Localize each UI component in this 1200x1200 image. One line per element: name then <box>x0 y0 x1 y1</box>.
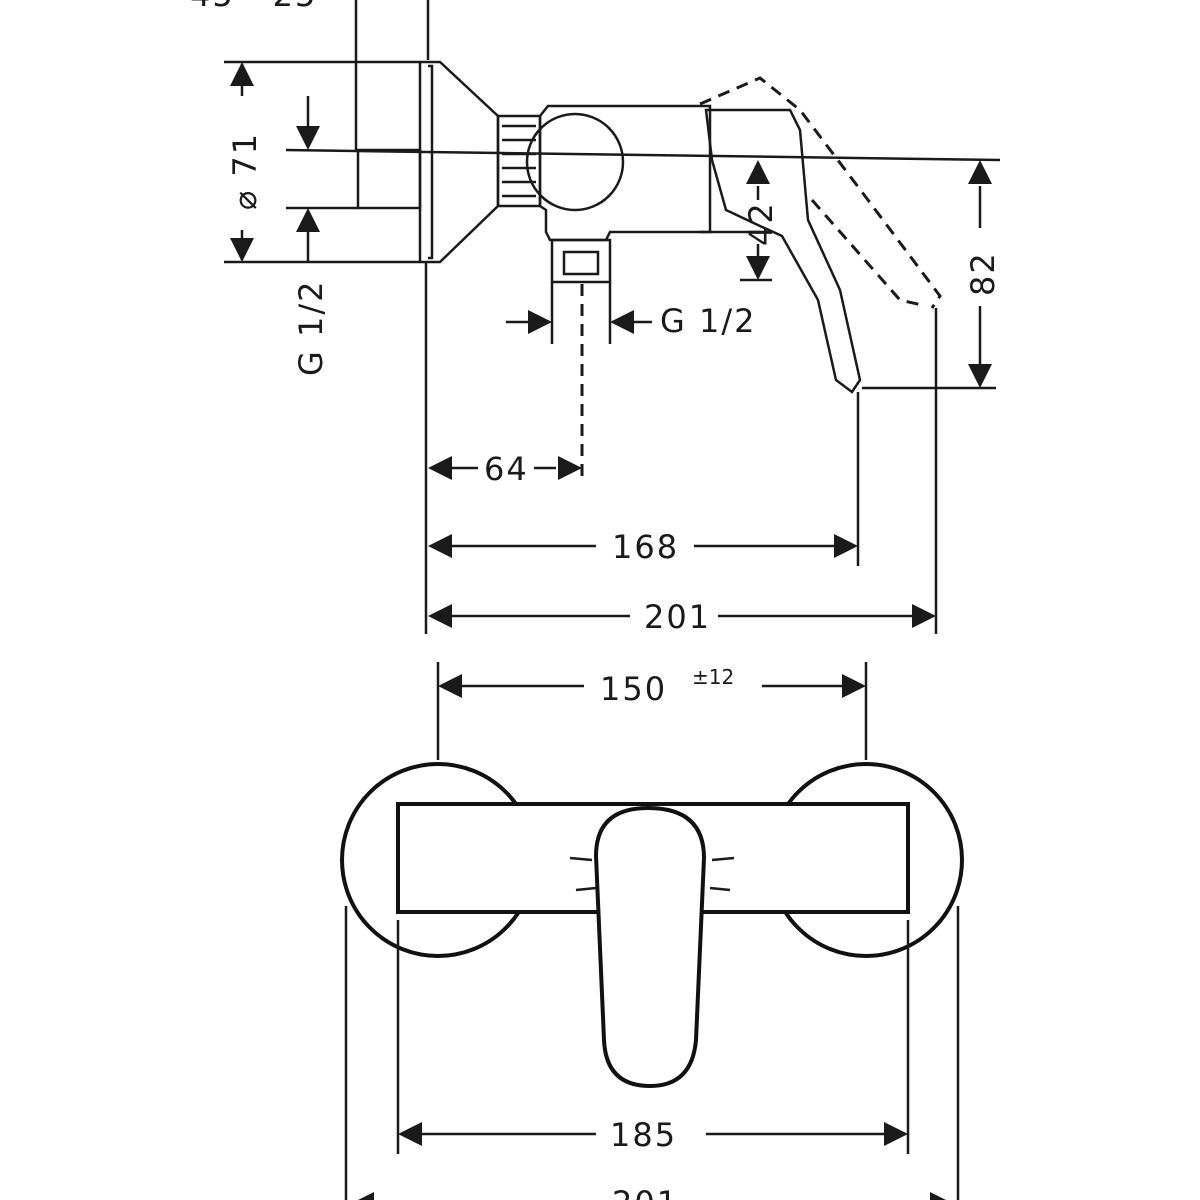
arrow-201-bottom-left <box>358 1192 374 1200</box>
arrow-168-left <box>428 534 452 558</box>
body-boss-circle <box>525 112 625 212</box>
arrow-150-left <box>438 674 462 698</box>
arrow-71-top <box>230 62 254 86</box>
dim-71-label: ⌀ 71 <box>226 132 264 210</box>
dim-42-label: 42 <box>742 201 780 246</box>
arrow-g12-top <box>296 126 320 150</box>
tick-mark-left-top <box>569 856 593 862</box>
arrow-201-right <box>912 604 936 628</box>
dim-185-label: 185 <box>610 1116 677 1154</box>
arrow-outlet-right <box>610 310 634 334</box>
lever-handle-alt-position-inner <box>810 199 927 308</box>
arrow-150-right <box>842 674 866 698</box>
arrow-42-top <box>746 160 770 184</box>
tick-mark-left-bottom <box>575 886 597 892</box>
arrow-outlet-left <box>528 310 552 334</box>
dim-150-tolerance: ±12 <box>692 665 734 689</box>
arrow-64-left <box>428 456 452 480</box>
arrow-71-bottom <box>230 238 254 262</box>
arrow-201-bottom-right <box>930 1192 946 1200</box>
arrow-168-right <box>834 534 858 558</box>
arrow-64-right <box>558 456 582 480</box>
front-view: 150 ±12 185 201 <box>340 662 964 1200</box>
outlet-nut-inner <box>562 250 600 276</box>
arrow-201-left <box>428 604 452 628</box>
arrow-82-top <box>968 160 992 184</box>
side-view: 45 - 25 <box>190 0 1002 636</box>
wall-rose-inner <box>428 64 434 260</box>
tick-mark-right-top <box>711 856 735 862</box>
threaded-nut <box>496 114 542 208</box>
tick-mark-right-bottom <box>709 886 731 892</box>
arrow-42-bottom <box>746 256 770 280</box>
lever-handle-front <box>593 805 707 1089</box>
dim-201-bottom-label: 201 <box>612 1184 679 1200</box>
arrow-g12-bottom <box>296 208 320 232</box>
arrow-185-right <box>884 1122 908 1146</box>
dim-168-label: 168 <box>612 528 679 566</box>
arrow-82-bottom <box>968 364 992 388</box>
lever-handle-alt-position <box>699 76 942 309</box>
dim-g12-bottom-label: G 1/2 <box>660 302 756 340</box>
dim-201-label: 201 <box>644 598 711 636</box>
centre-line <box>285 148 1001 162</box>
dim-g12-left-label: G 1/2 <box>292 280 330 376</box>
arrow-185-left <box>398 1122 422 1146</box>
mixer-body <box>538 104 712 242</box>
outlet-nut <box>550 238 612 284</box>
nut-knurl <box>502 124 536 198</box>
dim-150-label: 150 <box>600 670 667 708</box>
dim-top-partial-label: 45 - 25 <box>190 0 317 14</box>
lever-handle <box>704 108 862 394</box>
pipe-stub <box>356 148 422 210</box>
dim-82-label: 82 <box>964 251 1002 296</box>
dim-64-label: 64 <box>484 450 529 488</box>
